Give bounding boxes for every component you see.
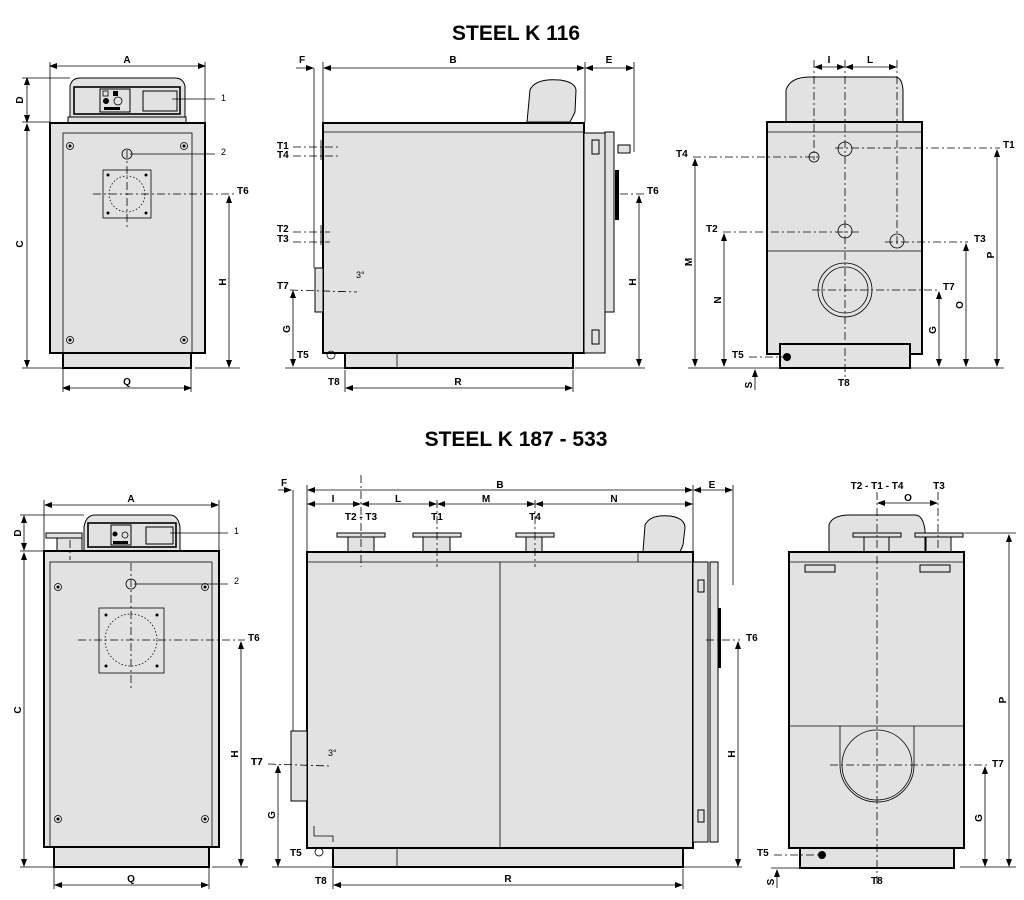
dim-label-o-2: O bbox=[904, 493, 912, 504]
top-side-view: F B E T1 T4 T2 T3 T7 3° G T5 T8 T6 H R bbox=[277, 55, 659, 392]
conn-label-t2-rear: T2 bbox=[706, 224, 718, 235]
dim-label-l-2: L bbox=[395, 494, 401, 505]
conn-label-t8-rear: T8 bbox=[838, 378, 850, 389]
conn-label-t8: T8 bbox=[328, 377, 340, 388]
dim-label-h-side: H bbox=[628, 278, 639, 285]
dim-label-c: C bbox=[15, 240, 26, 247]
dim-label-s-2: S bbox=[766, 878, 777, 885]
conn-label-t6-side-2: T6 bbox=[746, 633, 758, 644]
dim-label-h-side-2: H bbox=[727, 750, 738, 757]
dim-label-i: I bbox=[828, 55, 831, 66]
dim-label-h: H bbox=[218, 278, 229, 285]
dim-label-h-2: H bbox=[230, 750, 241, 757]
conn-label-t4-2: T4 bbox=[529, 512, 541, 523]
dim-label-n: N bbox=[713, 296, 724, 303]
conn-label-t5-side-2: T5 bbox=[290, 848, 302, 859]
dim-label-f: F bbox=[299, 55, 305, 66]
conn-label-t7-2: T7 bbox=[251, 757, 263, 768]
dim-label-m-2: M bbox=[482, 494, 490, 505]
callout-1-2: 1 bbox=[234, 526, 239, 536]
dim-label-q: Q bbox=[123, 377, 131, 388]
conn-label-t4: T4 bbox=[277, 150, 289, 161]
dim-label-d-2: D bbox=[13, 529, 24, 536]
callout-1: 1 bbox=[221, 93, 226, 103]
conn-label-t2: T2 bbox=[277, 224, 289, 235]
dim-label-b: B bbox=[449, 55, 456, 66]
dim-label-q-2: Q bbox=[127, 874, 135, 885]
bottom-front-view: A D C H Q 1 2 T6 T7 bbox=[13, 494, 263, 889]
dim-label-o: O bbox=[955, 301, 966, 309]
dim-label-g-side-2: G bbox=[267, 811, 278, 819]
dim-label-g-rear: G bbox=[928, 326, 939, 334]
dim-label-l: L bbox=[867, 55, 873, 66]
conn-label-t7-rear: T7 bbox=[943, 282, 955, 293]
conn-label-t7-side-2: T7 bbox=[251, 757, 263, 768]
conn-label-t2-t3: T2 - T3 bbox=[345, 512, 378, 523]
conn-label-t5-rear-2: T5 bbox=[757, 848, 769, 859]
angle-label: 3° bbox=[356, 270, 365, 280]
conn-label-t5-rear: T5 bbox=[732, 350, 744, 361]
dim-label-d: D bbox=[15, 96, 26, 103]
dim-label-b-2: B bbox=[496, 480, 503, 491]
conn-label-t8-rear-2: T8 bbox=[871, 876, 883, 887]
callout-2-2: 2 bbox=[234, 576, 239, 586]
dim-label-n-2: N bbox=[610, 494, 617, 505]
dim-label-r-2: R bbox=[504, 874, 512, 885]
top-front-view: A D C H Q 1 2 T6 bbox=[15, 55, 249, 392]
dim-label-p-2: P bbox=[998, 696, 1009, 703]
conn-label-t6-2: T6 bbox=[248, 633, 260, 644]
dim-label-r: R bbox=[454, 377, 462, 388]
top-rear-view: I L T4 T1 T2 T3 T7 M N P O G T5 S T8 bbox=[676, 55, 1015, 390]
bottom-side-view: F B E I L M N T2 - T3 T1 T4 T7 3° G T5 T… bbox=[251, 475, 758, 889]
dim-label-f-2: F bbox=[281, 478, 287, 489]
dim-label-a: A bbox=[123, 55, 130, 66]
dim-label-g-rear-2: G bbox=[974, 814, 985, 822]
conn-label-t3: T3 bbox=[277, 234, 289, 245]
dim-label-s: S bbox=[744, 381, 755, 388]
conn-label-t5: T5 bbox=[297, 350, 309, 361]
conn-label-t4-rear: T4 bbox=[676, 149, 688, 160]
conn-label-t1: T1 bbox=[277, 141, 289, 152]
conn-label-t8-side-2: T8 bbox=[315, 876, 327, 887]
dim-label-m: M bbox=[684, 258, 695, 266]
dim-label-i-2: I bbox=[332, 494, 335, 505]
conn-label-t7-rear-2: T7 bbox=[992, 759, 1004, 770]
angle-label-2: 3° bbox=[328, 748, 337, 758]
conn-label-t6-side: T6 bbox=[647, 186, 659, 197]
bottom-rear-view: T2 - T1 - T4 T3 O P T7 G T5 S T8 bbox=[757, 481, 1016, 888]
dim-label-c-2: C bbox=[13, 706, 24, 713]
conn-label-t1-2: T1 bbox=[431, 512, 443, 523]
dim-label-g: G bbox=[282, 325, 293, 333]
conn-label-t3-rear-2: T3 bbox=[933, 481, 945, 492]
dim-label-a-2: A bbox=[127, 494, 134, 505]
model-title-top: STEEL K 116 bbox=[452, 22, 580, 45]
callout-2: 2 bbox=[221, 147, 226, 157]
conn-label-t6: T6 bbox=[237, 186, 249, 197]
conn-label-t3-rear: T3 bbox=[974, 234, 986, 245]
dim-label-e-2: E bbox=[709, 480, 716, 491]
dim-label-p: P bbox=[986, 251, 997, 258]
conn-label-t1-rear: T1 bbox=[1003, 140, 1015, 151]
conn-label-t2-t1-t4: T2 - T1 - T4 bbox=[851, 481, 904, 492]
model-title-bottom: STEEL K 187 - 533 bbox=[425, 428, 608, 451]
conn-label-t7: T7 bbox=[277, 281, 289, 292]
dim-label-e: E bbox=[606, 55, 613, 66]
